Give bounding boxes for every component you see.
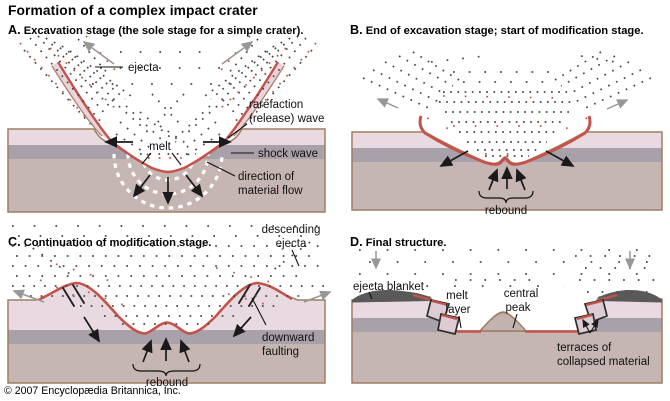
ejecta-dots [362,51,652,157]
rebound-brace [132,363,201,377]
ground-block [351,131,663,211]
panel-b-heading-text: End of excavation stage; start of modifi… [362,25,644,37]
panel-a-heading-text: Excavation stage (the sole stage for a s… [20,25,304,37]
panel-c-labels: descending ejecta downward faulting [251,224,321,358]
central-peak-label-line2: peak [506,302,531,314]
panel-b-diagram: rebound [351,51,663,217]
panel-c-diagram: rebound descending ejecta downward fault… [7,224,332,389]
material-flow-arrows [104,136,232,205]
terraces-label-line2: collapsed material [557,356,650,368]
downward-faulting-label-line1: downward [262,332,314,344]
panel-a-labels: ejecta rarefaction (release) wave melt s… [95,62,324,197]
ejecta-label: ejecta [128,62,159,74]
rebound-label: rebound [146,377,188,389]
terrace-melt-caps [431,299,603,321]
panel-a-heading: A. Excavation stage (the sole stage for … [8,23,304,37]
panel-d-letter: D. [350,235,363,249]
rarefaction-label-line2: (release) wave [249,113,324,125]
melt-layer-label-line2: layer [446,304,471,316]
ejecta-blanket-label: ejecta blanket [353,281,425,293]
copyright-notice: © 2007 Encyclopædia Britannica, Inc. [4,385,181,397]
ejecta-direction-arrows [12,289,332,303]
shock-wave-label: shock wave [258,148,318,160]
ejecta-direction-arrows [376,98,629,110]
ejecta-blanket-caps [352,289,662,303]
descending-ejecta-label-line1: descending [262,224,321,236]
panel-a-letter: A. [8,23,21,37]
panel-c-letter: C. [8,235,21,249]
flow-label-line1: direction of [238,171,295,183]
ejecta-direction-arrows [82,41,254,65]
rebound-arrows [487,166,527,191]
panel-d-heading: D. Final structure. [350,235,447,249]
ejecta-dots [19,35,317,159]
panel-d-diagram: ejecta blanket melt layer central peak t… [351,249,663,384]
rarefaction-label-line1: rarefaction [249,99,303,111]
central-peak-label-line1: central [504,288,539,300]
panel-d-labels: ejecta blanket melt layer central peak t… [353,281,650,368]
melt-lining [39,281,293,335]
terraces-label-line1: terraces of [557,342,612,354]
rebound-arrows [141,337,191,363]
fault-lines [62,284,261,307]
panel-b-letter: B. [350,23,363,37]
downward-faulting-label-line2: faulting [262,346,299,358]
panel-b-heading: B. End of excavation stage; start of mod… [350,23,644,37]
panel-a-diagram: ejecta rarefaction (release) wave melt s… [7,35,326,213]
flow-label-line2: material flow [238,185,303,197]
central-peak [478,311,528,332]
rebound-brace [478,190,534,204]
melt-label: melt [149,141,172,153]
descending-ejecta-label-line2: ejecta [276,238,307,250]
panel-d-heading-text: Final structure. [362,237,447,249]
rebound-label: rebound [485,205,527,217]
downward-faulting-arrows [83,316,252,343]
slump-arrows [439,150,575,167]
melt-layer-label-line1: melt [446,290,469,302]
page-title: Formation of a complex impact crater [8,3,258,18]
falling-ejecta-arrows [370,251,636,270]
melt-lining [418,115,592,166]
